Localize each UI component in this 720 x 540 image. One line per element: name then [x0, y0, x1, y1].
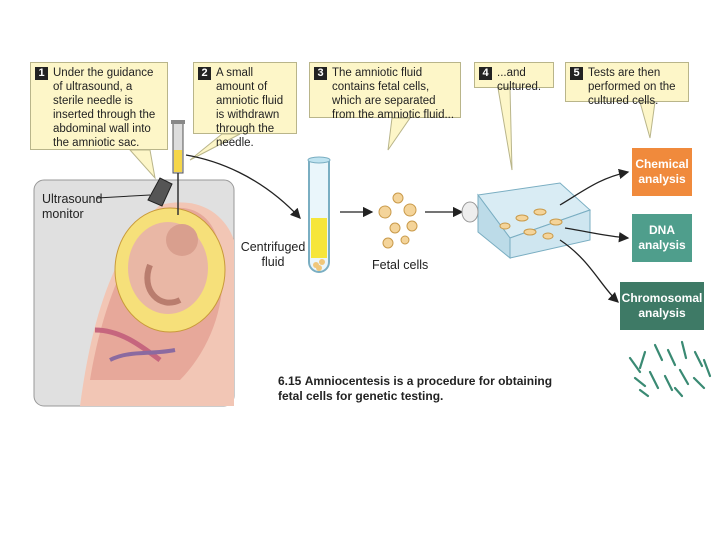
ultrasound-probe [96, 177, 173, 207]
fetal-cells [378, 192, 418, 249]
dna-analysis-box: DNA analysis [632, 214, 692, 262]
step-1-text: Under the guidance of ultrasound, a ster… [53, 67, 156, 149]
step-3-callout: 3 The amniotic fluid contains fetal cell… [309, 62, 461, 121]
step-3-number: 3 [314, 67, 327, 80]
centrifuged-fluid-label: Centrifuged fluid [240, 240, 306, 269]
ultrasound-monitor-label: Ultrasound monitor [42, 192, 103, 221]
step-1-callout: 1 Under the guidance of ultrasound, a st… [30, 62, 168, 150]
step-4-callout: 4 ...and cultured. [474, 62, 554, 93]
callout-pointers [128, 87, 656, 180]
step-4-text: ...and cultured. [497, 67, 542, 93]
chemical-analysis-box: Chemical analysis [632, 148, 692, 196]
test-tube [307, 156, 331, 273]
step-5-text: Tests are then performed on the cultured… [588, 67, 676, 107]
analysis-arrows [559, 168, 630, 303]
culture-flask [461, 182, 591, 260]
figure-caption-text: Amniocentesis is a procedure for obtaini… [278, 374, 553, 403]
chemical-analysis-label: Chemical analysis [635, 157, 689, 186]
figure-number: 6.15 [278, 374, 302, 388]
fetal-cells-label: Fetal cells [372, 258, 429, 272]
step-4-number: 4 [479, 67, 492, 80]
step-5-number: 5 [570, 67, 583, 80]
figure-caption: 6.15 Amniocentesis is a procedure for ob… [278, 374, 568, 404]
abdomen-cross-section [33, 179, 235, 407]
syringe [171, 120, 185, 215]
step-2-number: 2 [198, 67, 211, 80]
chromosomal-analysis-label: Chromosomal analysis [621, 291, 703, 320]
step-1-number: 1 [35, 67, 48, 80]
arrow-to-tube [185, 154, 301, 219]
step-5-callout: 5 Tests are then performed on the cultur… [565, 62, 689, 107]
step-2-text: A small amount of amniotic fluid is with… [216, 67, 284, 149]
step-3-text: The amniotic fluid contains fetal cells,… [332, 67, 455, 121]
dna-analysis-label: DNA analysis [638, 223, 686, 252]
chromosome-spread [628, 340, 712, 398]
chromosomal-analysis-box: Chromosomal analysis [620, 282, 704, 330]
step-2-callout: 2 A small amount of amniotic fluid is wi… [193, 62, 297, 149]
